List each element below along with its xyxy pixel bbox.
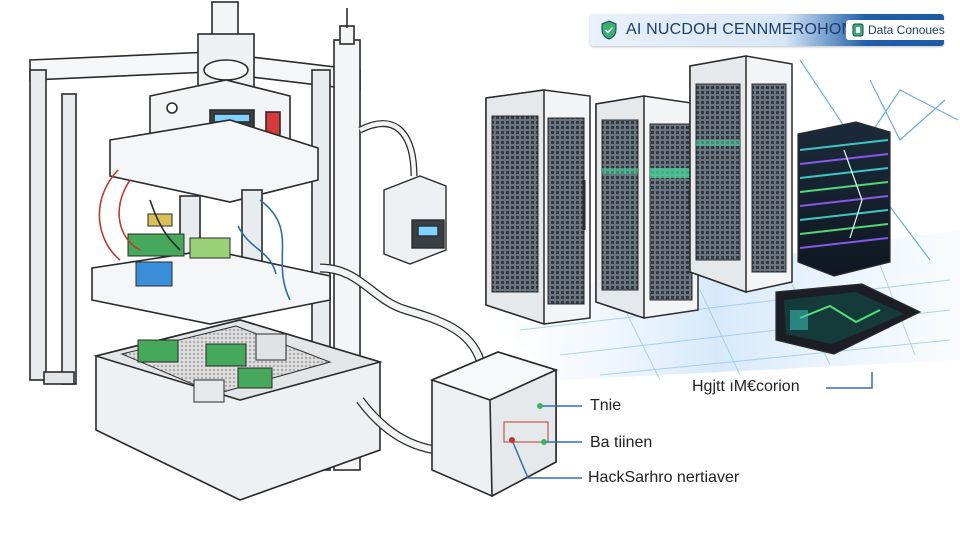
server-rack-1 (485, 89, 591, 326)
wiring (98, 169, 291, 301)
label-high-connection: Hgjtt ıM€corion (692, 378, 800, 395)
data-badge-label: Data Conoues (868, 23, 945, 37)
callout-lines (511, 372, 873, 479)
shield-icon (601, 20, 617, 40)
label-ba-tiinen: Ba tiinen (590, 434, 653, 451)
junction-box (429, 351, 559, 498)
tablet-terminal (775, 283, 922, 355)
label-hackstack: HackSarhro nertiaver (588, 469, 740, 486)
document-icon (852, 23, 864, 37)
callout-dots (509, 403, 547, 445)
header-title: AI NUCDOH CENNMEROHON (626, 21, 854, 38)
circuit-boards (120, 213, 332, 403)
data-badge[interactable]: Data Conoues (846, 20, 951, 40)
control-panel-box (383, 175, 447, 265)
server-rack-3 (689, 55, 793, 294)
label-tnie: Tnie (590, 397, 622, 414)
header-banner: AI NUCDOH CENNMEROHON Data Conoues (590, 14, 951, 46)
storage-stack (797, 121, 891, 277)
server-rack-2 (595, 95, 699, 320)
